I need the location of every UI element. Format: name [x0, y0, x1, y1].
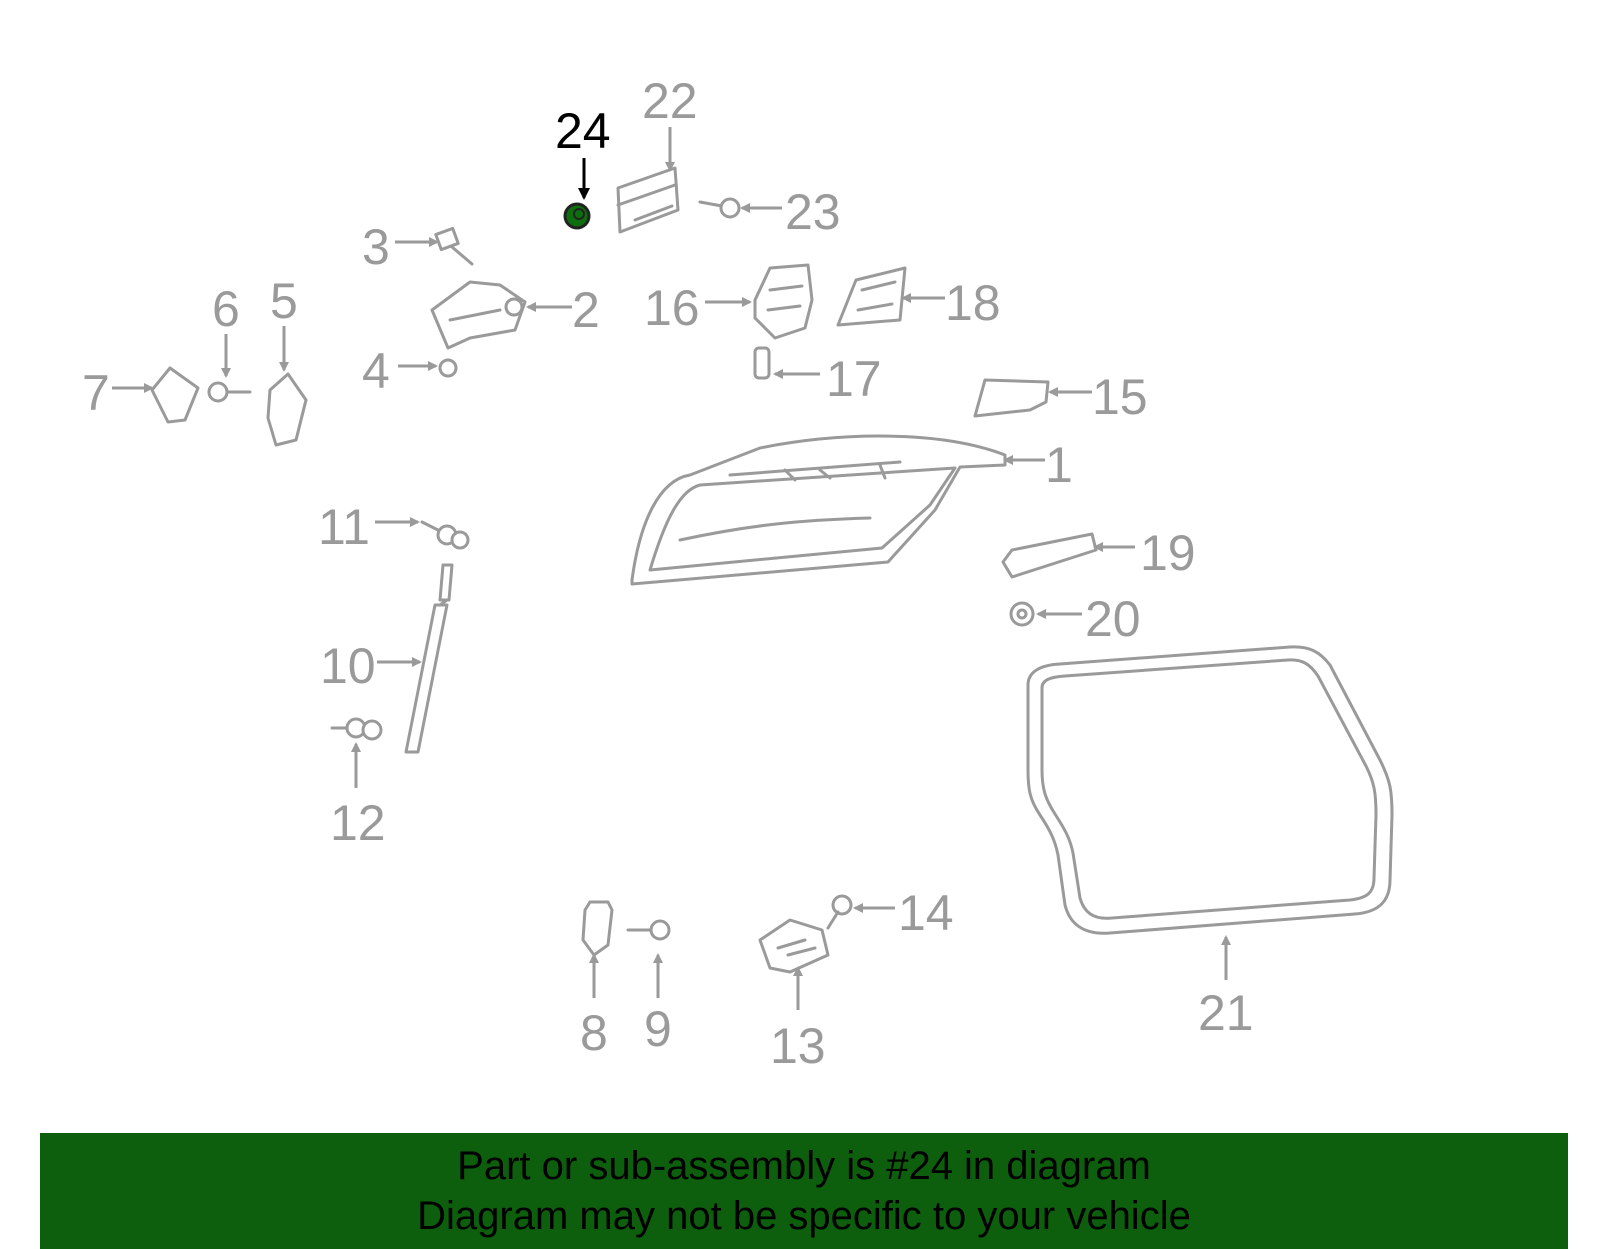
callout-13[interactable]: 13 — [770, 1018, 826, 1074]
part-22-bracket[interactable] — [616, 166, 680, 234]
part-7-bumper[interactable] — [150, 366, 200, 424]
callout-21[interactable]: 21 — [1198, 985, 1254, 1041]
callout-22[interactable]: 22 — [642, 73, 698, 129]
callout-24[interactable]: 24 — [555, 103, 611, 159]
callout-10[interactable]: 10 — [320, 638, 376, 694]
part-16-latch[interactable] — [753, 263, 814, 340]
part-5-bracket[interactable] — [266, 372, 308, 447]
part-23-bolt[interactable] — [698, 197, 741, 219]
callout-9[interactable]: 9 — [644, 1001, 672, 1057]
part-14-bolt[interactable] — [826, 894, 853, 930]
part-9-bolt[interactable] — [626, 919, 671, 941]
part-13-striker[interactable] — [758, 918, 830, 974]
part-10-strut[interactable] — [404, 563, 454, 754]
banner-line-2: Diagram may not be specific to your vehi… — [417, 1194, 1191, 1238]
callout-23[interactable]: 23 — [785, 184, 841, 240]
part-20-nut[interactable] — [1009, 601, 1035, 627]
part-12-ball-stud[interactable] — [330, 717, 383, 741]
part-19-pad[interactable] — [1001, 532, 1098, 579]
banner-line-1: Part or sub-assembly is #24 in diagram — [457, 1144, 1151, 1188]
callout-16[interactable]: 16 — [644, 280, 700, 336]
info-banner: Part or sub-assembly is #24 in diagram D… — [40, 1133, 1568, 1249]
part-24-nut[interactable] — [563, 202, 591, 230]
callout-20[interactable]: 20 — [1085, 591, 1141, 647]
part-11-ball-stud[interactable] — [420, 520, 470, 550]
part-6-bolt[interactable] — [207, 381, 252, 403]
banner-text: Part or sub-assembly is #24 in diagram D… — [40, 1141, 1568, 1241]
part-2-hinge[interactable] — [430, 280, 527, 350]
part-3-bolt[interactable] — [434, 226, 474, 266]
callout-19[interactable]: 19 — [1140, 525, 1196, 581]
callout-7[interactable]: 7 — [82, 365, 110, 421]
callout-11[interactable]: 11 — [318, 499, 370, 555]
part-21-weatherstrip[interactable] — [1026, 645, 1394, 935]
callout-2[interactable]: 2 — [572, 282, 600, 338]
callout-5[interactable]: 5 — [270, 273, 298, 329]
part-15-switch[interactable] — [973, 378, 1050, 418]
callout-12[interactable]: 12 — [330, 795, 386, 851]
callout-3[interactable]: 3 — [362, 219, 390, 275]
part-4-nut[interactable] — [438, 358, 458, 378]
part-8-bumper[interactable] — [581, 900, 614, 957]
part-1-liftgate[interactable] — [630, 434, 1007, 586]
callout-17[interactable]: 17 — [826, 351, 882, 407]
part-17-bolt[interactable] — [753, 346, 771, 380]
callout-4[interactable]: 4 — [362, 343, 390, 399]
callout-8[interactable]: 8 — [580, 1005, 608, 1061]
callout-6[interactable]: 6 — [212, 281, 240, 337]
callout-18[interactable]: 18 — [945, 275, 1001, 331]
callout-14[interactable]: 14 — [898, 885, 954, 941]
callout-15[interactable]: 15 — [1092, 369, 1148, 425]
part-18-cover[interactable] — [836, 266, 907, 327]
callout-1[interactable]: 1 — [1045, 437, 1073, 493]
